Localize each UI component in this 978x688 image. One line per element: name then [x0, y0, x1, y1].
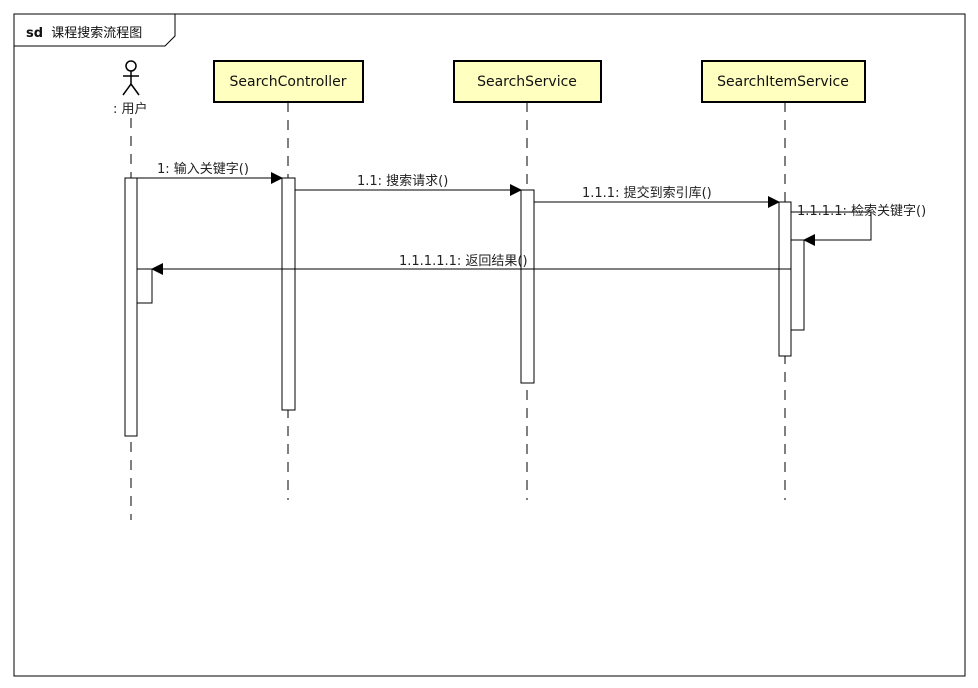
message-label: 1.1: 搜索请求() — [357, 174, 448, 189]
message-label: 1.1.1.1: 检索关键字() — [797, 204, 926, 219]
message-1[interactable]: 1: 输入关键字() — [137, 161, 283, 184]
actor-label: : 用户 — [113, 101, 148, 117]
activation-bar-searchitemservice — [778, 201, 792, 357]
lifeline-head-box — [213, 60, 364, 103]
frame-title-tab — [14, 14, 176, 47]
message-self-arrow — [791, 211, 872, 246]
lifeline-searchcontroller[interactable]: SearchController — [213, 60, 364, 103]
activation-bar-searchcontroller — [281, 177, 296, 411]
activation-bar-searchitemservice-self — [790, 239, 805, 331]
message-1-1[interactable]: 1.1: 搜索请求() — [295, 174, 522, 196]
message-1-1-1-1-1[interactable]: 1.1.1.1.1: 返回结果() — [151, 254, 791, 275]
activation-bar-searchservice — [520, 189, 535, 384]
lifeline-head-label: SearchItemService — [717, 74, 849, 90]
actor-head-icon — [125, 60, 137, 72]
frame-title: sd 课程搜索流程图 — [26, 26, 142, 41]
message-1-1-1[interactable]: 1.1.1: 提交到索引库() — [534, 185, 780, 208]
actor-left-leg — [122, 83, 132, 96]
frame-name: 课程搜索流程图 — [51, 26, 142, 41]
message-label: 1.1.1: 提交到索引库() — [582, 185, 712, 201]
lifeline-head-label: SearchController — [230, 74, 347, 90]
message-label: 1.1.1.1.1: 返回结果() — [399, 254, 528, 269]
user-actor[interactable]: : 用户 — [113, 60, 148, 117]
activation-bar-user-return — [136, 268, 153, 304]
message-label: 1: 输入关键字() — [157, 161, 249, 177]
message-1-1-1-1[interactable]: 1.1.1.1: 检索关键字() — [791, 204, 926, 246]
lifeline-head-box — [701, 60, 866, 103]
actor-right-leg — [130, 83, 140, 96]
frame-keyword: sd — [26, 26, 43, 41]
diagram-frame — [13, 13, 966, 677]
lifeline-searchservice[interactable]: SearchService — [453, 60, 602, 103]
activation-bar-user — [124, 177, 138, 437]
lifeline-head-box — [453, 60, 602, 103]
lifeline-head-label: SearchService — [477, 74, 577, 90]
lifeline-searchitemservice[interactable]: SearchItemService — [701, 60, 866, 103]
